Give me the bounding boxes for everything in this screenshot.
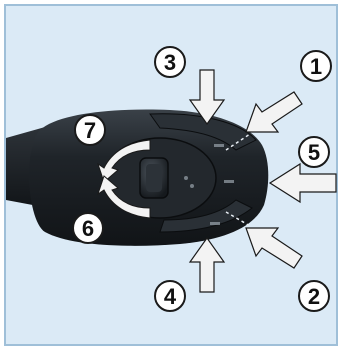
callout-4: 4 [155,281,185,311]
callout-2-label: 2 [308,284,320,309]
callout-7-label: 7 [84,118,96,143]
callout-1: 1 [301,51,331,81]
callout-6-label: 6 [82,216,94,241]
callout-5: 5 [299,137,329,167]
callout-4-label: 4 [164,284,177,309]
callout-3-label: 3 [164,50,176,75]
arrow-5 [270,164,336,202]
arrow-4 [190,238,224,292]
callout-1-label: 1 [310,54,322,79]
callout-6: 6 [73,213,103,243]
callout-7: 7 [75,115,105,145]
callout-2: 2 [299,281,329,311]
callout-5-label: 5 [308,140,320,165]
arrow-2 [246,228,302,268]
arrow-1 [246,92,302,132]
callout-3: 3 [155,47,185,77]
